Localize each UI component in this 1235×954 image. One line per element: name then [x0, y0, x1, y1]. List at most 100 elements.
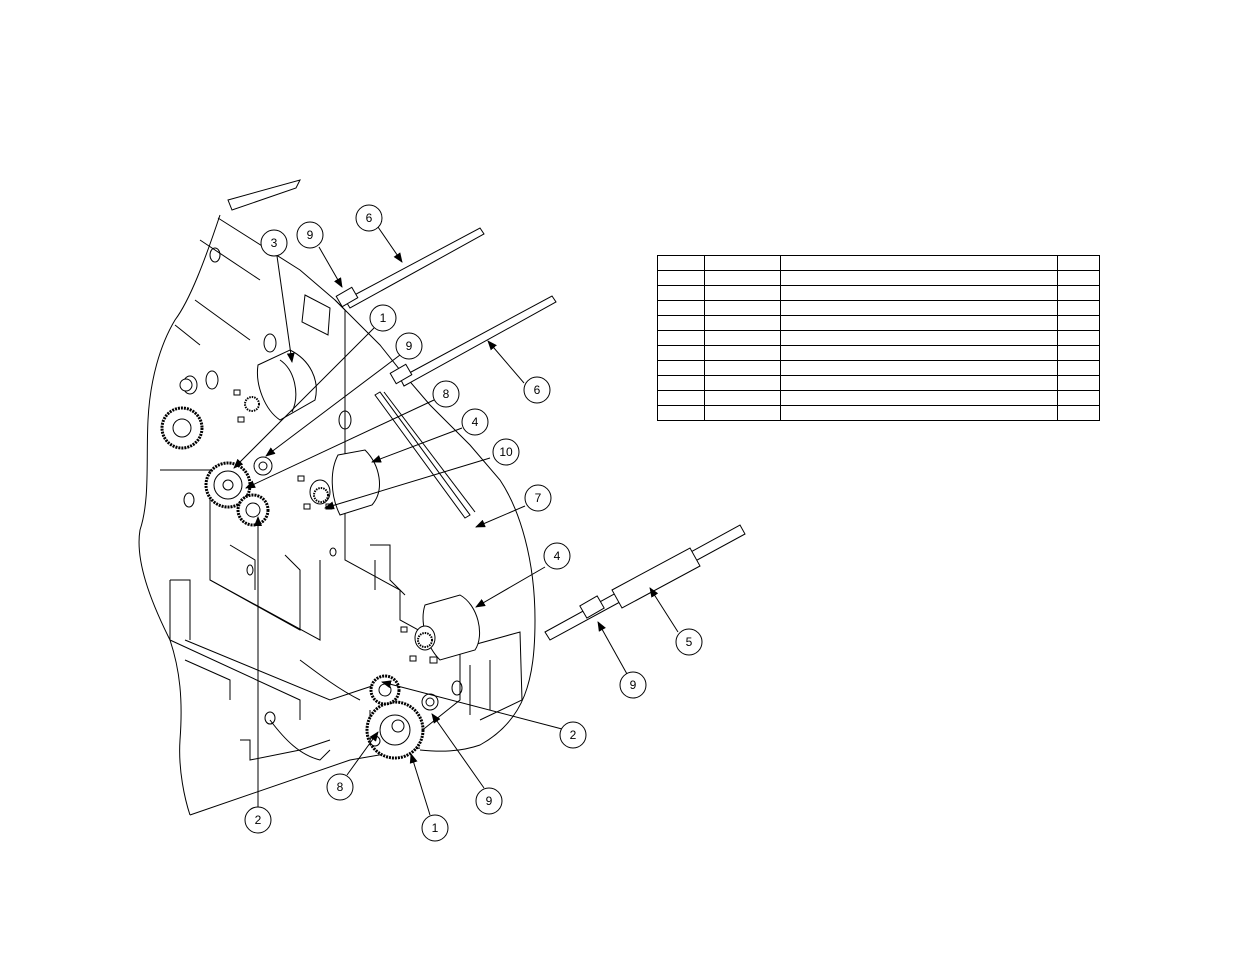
- bom-cell: [704, 285, 781, 301]
- balloon-8-top: 8: [432, 380, 460, 408]
- pinions: [244, 396, 433, 648]
- balloon-5: 5: [675, 628, 703, 656]
- balloon-label: 1: [380, 311, 387, 325]
- balloon-8-bottom: 8: [326, 773, 354, 801]
- bom-cell: [704, 330, 781, 346]
- balloon-label: 3: [271, 236, 278, 250]
- balloon-label: 9: [307, 228, 314, 242]
- balloon-label: 5: [686, 635, 693, 649]
- bom-cell: [1057, 345, 1100, 361]
- rail-item-7: [374, 391, 471, 519]
- bom-row: [657, 390, 1100, 406]
- balloon-label: 8: [337, 780, 344, 794]
- bom-cell: [1057, 330, 1100, 346]
- bom-cell: [780, 330, 1058, 346]
- balloon-9-top: 9: [296, 221, 324, 249]
- balloon-label: 2: [255, 813, 262, 827]
- bom-cell: [1057, 405, 1100, 421]
- bom-cell: [657, 360, 705, 376]
- bom-row: [657, 300, 1100, 316]
- bom-cell: [657, 345, 705, 361]
- balloon-1-top: 1: [369, 304, 397, 332]
- motor-plate: [209, 299, 523, 756]
- balloon-label: 2: [570, 728, 577, 742]
- bom-cell: [780, 270, 1058, 286]
- bom-row: [657, 345, 1100, 361]
- balloon-3: 3: [260, 229, 288, 257]
- bom-cell: [1057, 255, 1100, 271]
- balloon-label: 1: [432, 821, 439, 835]
- bom-cell: [780, 360, 1058, 376]
- bom-cell: [657, 330, 705, 346]
- bom-row: [657, 375, 1100, 391]
- bom-row: [657, 360, 1100, 376]
- screws: [233, 389, 438, 664]
- balloons: 6 9 3 1 9 6 8 4: [244, 204, 703, 842]
- balloon-label: 8: [443, 387, 450, 401]
- bom-cell: [780, 405, 1058, 421]
- bom-cell: [704, 270, 781, 286]
- bearings: [179, 378, 439, 747]
- bom-cell: [780, 285, 1058, 301]
- balloon-4-mid: 4: [543, 542, 571, 570]
- bom-cell: [780, 345, 1058, 361]
- balloon-label: 6: [366, 211, 373, 225]
- balloon-10: 10: [492, 438, 520, 466]
- bom-cell: [704, 315, 781, 331]
- balloon-2-left: 2: [244, 806, 272, 834]
- bom-cell: [1057, 390, 1100, 406]
- bom-row: [657, 255, 1100, 271]
- bom-cell: [657, 405, 705, 421]
- balloon-label: 10: [499, 445, 513, 459]
- bom-cell: [1057, 270, 1100, 286]
- gear-top-large: [204, 461, 252, 509]
- bom-cell: [657, 390, 705, 406]
- gear-far-left: [160, 406, 204, 450]
- bom-row: [657, 330, 1100, 346]
- balloon-6-mid: 6: [523, 376, 551, 404]
- shaft-right: [544, 524, 746, 641]
- bom-cell: [704, 360, 781, 376]
- shaft-middle: [389, 295, 557, 387]
- bom-cell: [657, 285, 705, 301]
- bom-table: [657, 255, 1100, 421]
- bom-cell: [1057, 375, 1100, 391]
- balloon-label: 4: [554, 549, 561, 563]
- balloon-label: 9: [630, 678, 637, 692]
- bom-cell: [780, 300, 1058, 316]
- bom-row: [657, 315, 1100, 331]
- bom-cell: [1057, 285, 1100, 301]
- balloon-9-right: 9: [619, 671, 647, 699]
- bom-table-body: [657, 255, 1100, 421]
- balloon-label: 4: [472, 415, 479, 429]
- balloon-9-bottom: 9: [475, 787, 503, 815]
- motor-lower: [414, 594, 481, 661]
- motor-middle: [309, 449, 380, 516]
- balloon-6-top: 6: [355, 204, 383, 232]
- bom-cell: [704, 300, 781, 316]
- bom-row: [657, 270, 1100, 286]
- bom-cell: [1057, 315, 1100, 331]
- leader-lines: [233, 226, 679, 816]
- bom-cell: [704, 405, 781, 421]
- balloon-label: 9: [406, 339, 413, 353]
- bom-cell: [657, 375, 705, 391]
- bom-cell: [780, 315, 1058, 331]
- balloon-label: 9: [486, 794, 493, 808]
- bom-row: [657, 285, 1100, 301]
- balloon-9-mid: 9: [395, 332, 423, 360]
- balloon-4-top: 4: [461, 408, 489, 436]
- bom-cell: [657, 315, 705, 331]
- gear-bottom-large: [365, 700, 425, 760]
- balloon-1-bottom: 1: [421, 814, 449, 842]
- bom-cell: [657, 300, 705, 316]
- bom-row: [657, 405, 1100, 421]
- bom-cell: [780, 390, 1058, 406]
- bom-cell: [780, 375, 1058, 391]
- bom-cell: [657, 270, 705, 286]
- balloon-7: 7: [524, 484, 552, 512]
- shaft-top: [301, 227, 485, 336]
- bom-cell: [1057, 300, 1100, 316]
- gear-top-small: [236, 493, 270, 527]
